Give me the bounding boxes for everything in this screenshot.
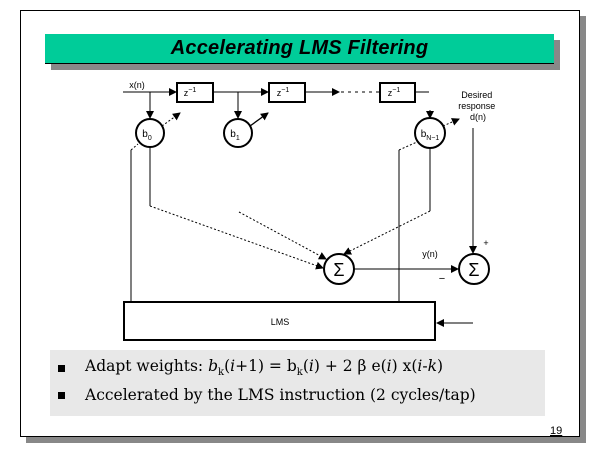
svg-text:z−1: z−1: [277, 87, 290, 98]
svg-text:b1: b1: [230, 129, 240, 142]
bn-to-sum: [343, 210, 431, 255]
weight-b0: b0: [130, 112, 181, 151]
svg-text:b0: b0: [142, 129, 152, 142]
delay-block-1: z−1: [176, 82, 214, 103]
weight-b1: b1: [223, 112, 269, 148]
input-label: x(n): [129, 80, 145, 90]
delay-block-2: z−1: [268, 82, 306, 103]
lms-block: LMS: [123, 301, 436, 341]
svg-text:Σ: Σ: [468, 260, 479, 280]
page-number: 19: [550, 425, 563, 437]
bullet-text-1: Adapt weights: bk(i+1) = bk(i) + 2 β e(i…: [85, 357, 444, 379]
bullet-square-icon: [58, 364, 65, 372]
desired-response-label: Desired response d(n): [458, 90, 498, 122]
error-summer: Σ: [458, 253, 490, 285]
svg-text:z−1: z−1: [388, 87, 401, 98]
delay-block-3: z−1: [379, 82, 416, 103]
svg-text:z−1: z−1: [184, 87, 197, 98]
plus-sign: +: [483, 238, 488, 248]
bullet-item-lms-instruction: Accelerated by the LMS instruction (2 cy…: [50, 382, 476, 408]
svg-text:LMS: LMS: [271, 317, 290, 327]
minus-sign: −: [439, 273, 445, 285]
bullet-box: Adapt weights: bk(i+1) = bk(i) + 2 β e(i…: [50, 350, 545, 416]
b1-to-sum: [238, 211, 327, 260]
slide-title: Accelerating LMS Filtering: [170, 37, 429, 59]
output-label: y(n): [422, 249, 438, 259]
bullet-text-2: Accelerated by the LMS instruction (2 cy…: [85, 386, 476, 404]
bullet-item-adapt-weights: Adapt weights: bk(i+1) = bk(i) + 2 β e(i…: [50, 355, 443, 381]
title-bar: Accelerating LMS Filtering: [45, 34, 554, 64]
svg-text:bN−1: bN−1: [421, 129, 440, 142]
adder-summer: Σ: [323, 253, 355, 285]
weight-bn-1: bN−1: [398, 117, 460, 151]
bullet-square-icon: [58, 391, 65, 399]
b0-to-sum: [149, 205, 324, 270]
svg-text:Σ: Σ: [333, 260, 344, 280]
